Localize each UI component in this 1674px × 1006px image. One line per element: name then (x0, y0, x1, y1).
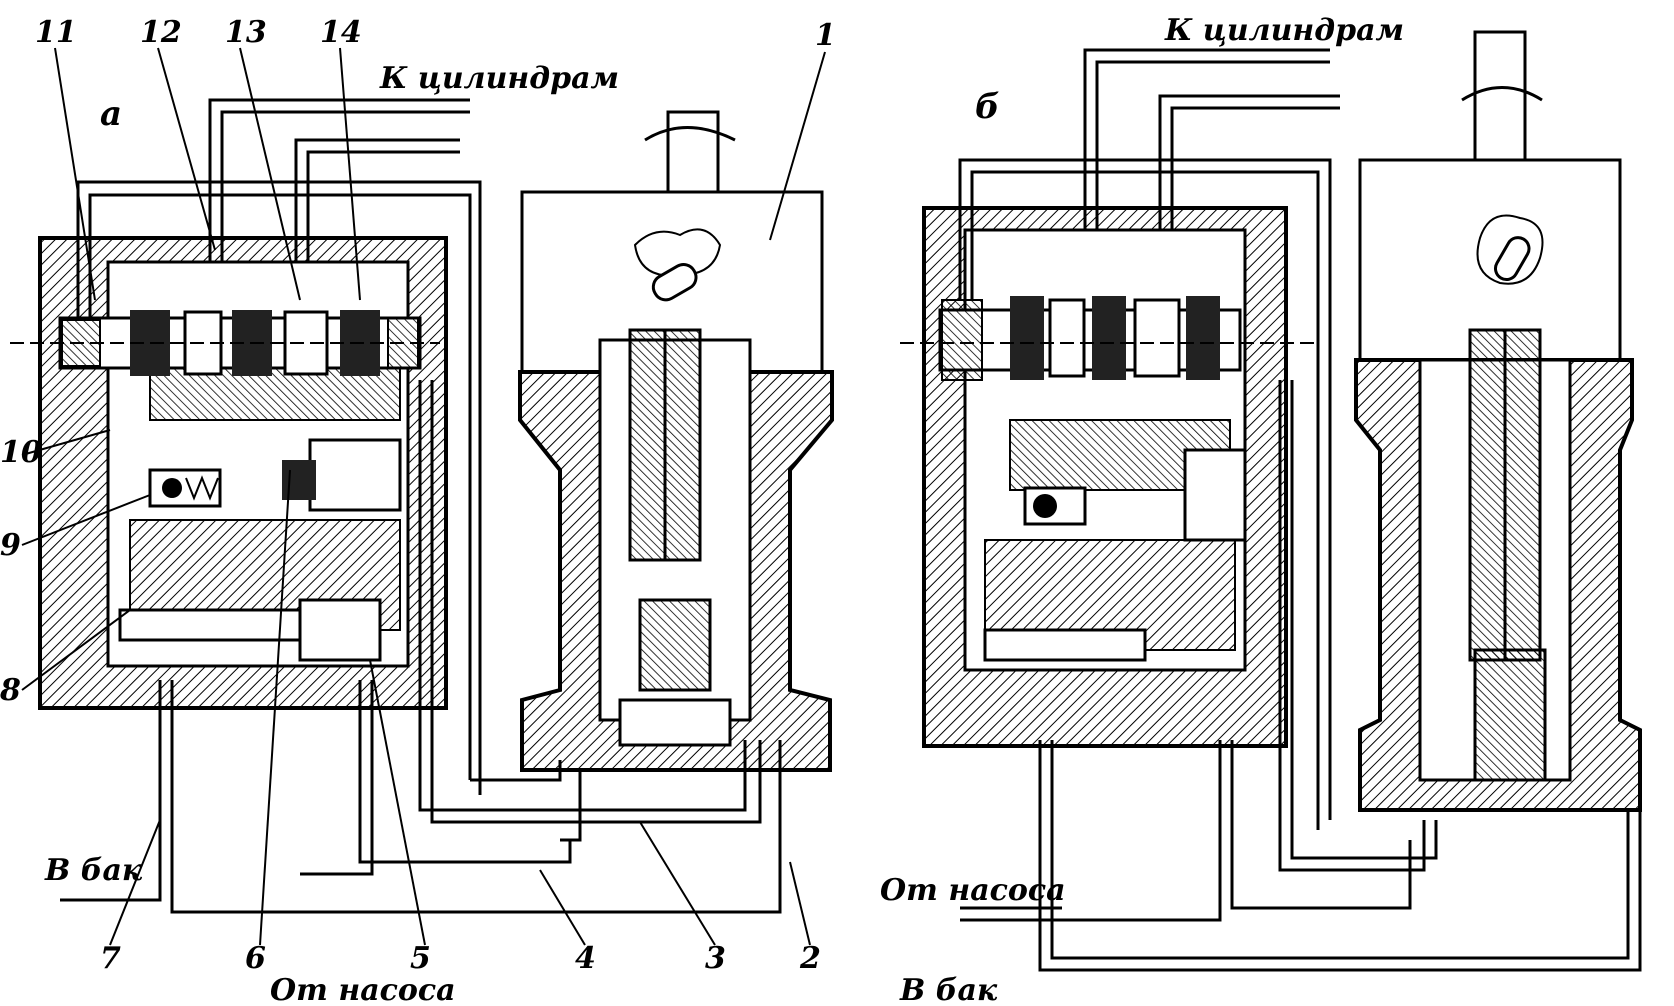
leader-lines-a (21, 47, 826, 946)
panel-letter-a: а (100, 94, 122, 134)
label-to-cylinders-a: К цилиндрам (379, 61, 619, 96)
panel-letter-b: б (975, 87, 1000, 127)
label-to-tank-b: В бак (899, 973, 998, 1006)
callout-13: 13 (225, 15, 267, 50)
callout-12: 12 (140, 15, 182, 50)
callout-11: 11 (35, 15, 77, 50)
panel-b: б К цилиндрам От насоса В бак (880, 13, 1642, 1006)
piping-a (60, 98, 782, 914)
spool-b (900, 296, 1320, 381)
piping-b (958, 48, 1642, 972)
label-from-pump-a: От насоса (270, 973, 456, 1006)
callout-10: 10 (0, 435, 42, 470)
spool-a (10, 310, 440, 376)
callout-2: 2 (799, 941, 821, 976)
label-from-pump-b: От насоса (880, 873, 1066, 908)
callout-5: 5 (410, 941, 431, 976)
callout-6: 6 (245, 941, 266, 976)
label-to-cylinders-b: К цилиндрам (1164, 13, 1404, 48)
callout-3: 3 (705, 941, 726, 976)
callout-1: 1 (815, 18, 836, 53)
callout-9: 9 (0, 528, 21, 563)
callout-7: 7 (100, 941, 121, 976)
panel-a: а К цилиндрам В бак От насоса 1 2 3 4 5 … (0, 15, 836, 1006)
callout-4: 4 (575, 941, 596, 976)
callout-14: 14 (320, 15, 362, 50)
callout-8: 8 (0, 673, 21, 708)
label-to-tank-a: В бак (44, 853, 143, 888)
